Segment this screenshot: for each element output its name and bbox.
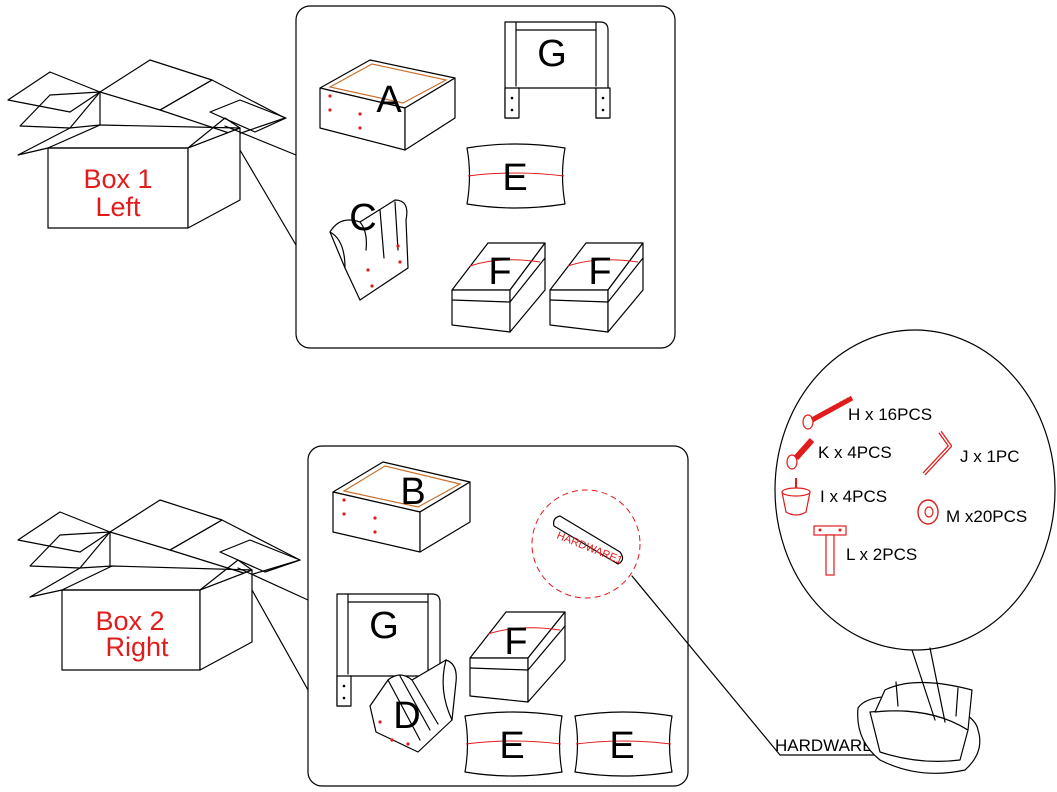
box-2-pointer-top (237, 567, 309, 601)
magnifier-leader-1 (911, 649, 936, 721)
part-f-ottoman-3 (469, 611, 566, 703)
hardware-item-k: K x 4PCS (818, 443, 892, 462)
part-e-pillow-2 (574, 711, 673, 777)
part-e-label-1: E (499, 725, 524, 767)
part-f-label-2: F (588, 251, 611, 293)
box-2-pointer-bottom (251, 589, 309, 691)
box-1-carton (7, 59, 287, 229)
magnifier-leader-2 (929, 647, 946, 723)
box-1-contents-panel (295, 5, 676, 349)
hardware-item-m: M x20PCS (946, 507, 1027, 526)
hardware-pack (531, 489, 641, 599)
hardware-item-j: J x 1PC (960, 447, 1020, 466)
allen-key-j-icon (922, 430, 952, 476)
hardware-magnifier (774, 329, 1056, 651)
hardware-callout-label: HARDWARE1 (775, 736, 883, 755)
part-e-pillow-1 (464, 711, 563, 777)
box-2-carton (17, 499, 301, 671)
box-1-label-line2: Left (95, 192, 141, 222)
box-2-contents-panel (307, 445, 689, 787)
part-g-back-top (504, 21, 611, 119)
washer-m-icon (917, 499, 939, 525)
part-b-seat (332, 461, 471, 553)
part-f-label-3: F (504, 621, 527, 663)
box-2-label-line2: Right (105, 632, 169, 662)
part-a-label: A (376, 79, 402, 121)
bracket-l-icon (813, 525, 847, 576)
hardware-item-l: L x 2PCS (846, 545, 917, 564)
part-e-pillow-top (466, 143, 566, 209)
part-d-arm (369, 659, 457, 753)
part-g-label-bottom: G (369, 605, 399, 647)
part-a-seat (319, 59, 456, 151)
part-e-label-2: E (609, 725, 634, 767)
hardware-bag (857, 681, 981, 774)
part-d-label: D (393, 695, 420, 737)
part-e-label-top: E (502, 157, 527, 199)
part-b-label: B (400, 471, 425, 513)
part-c-arm (329, 199, 409, 301)
part-f-label-1: F (488, 251, 511, 293)
hardware-leader-line (631, 575, 896, 756)
box-1-pointer-top (224, 125, 297, 156)
box-1-label-line1: Box 1 (83, 164, 152, 194)
hardware-item-h: H x 16PCS (848, 405, 932, 424)
part-f-ottoman-2 (549, 242, 644, 333)
part-g-label-top: G (537, 33, 567, 75)
box-2-label-line1: Box 2 (95, 606, 164, 636)
screw-k-icon (786, 438, 815, 470)
part-c-label: C (349, 197, 376, 239)
box-1-pointer-bottom (239, 149, 297, 246)
leg-i-icon (781, 478, 811, 516)
part-f-ottoman-1 (451, 242, 546, 333)
bolt-h-icon (802, 395, 854, 430)
hardware-item-i: I x 4PCS (820, 487, 887, 506)
